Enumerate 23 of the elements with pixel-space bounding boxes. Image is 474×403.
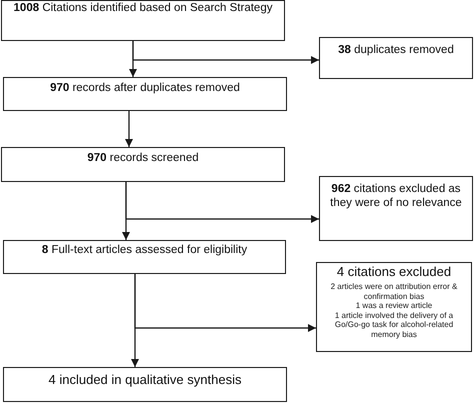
step-text: 1008 Citations identified based on Search Strategy [14, 2, 272, 16]
exclusion-reason: 2 articles were on attribution error & confirmation bias [330, 282, 458, 302]
step-text: 8 Full-text articles assessed for eligibility [42, 244, 248, 258]
exclusion-reason: 1 was a review article [356, 301, 432, 311]
step-text: 970 records screened [87, 152, 199, 166]
process-box [3, 77, 287, 111]
process-box [316, 262, 472, 352]
process-box [319, 176, 473, 241]
arrow [134, 274, 316, 332]
process-box [1, 0, 285, 41]
box-heading: 4 citations excluded [336, 265, 452, 280]
arrow [125, 111, 133, 147]
step-text: 4 included in qualitative synthesis [48, 372, 242, 388]
arrow [125, 182, 319, 223]
process-box [3, 240, 286, 274]
step-text: 970 records after duplicates removed [50, 82, 240, 96]
step-text: 962 citations excluded as they were of no relevance [329, 183, 463, 211]
process-box [1, 147, 285, 182]
arrow [132, 41, 319, 64]
step-text: 38 duplicates removed [338, 44, 454, 58]
process-box [319, 37, 473, 79]
exclusion-reason: 1 article involved the delivery of a Go/Go-go task for alcohol-related memory bias [334, 310, 454, 340]
process-box [3, 367, 287, 402]
